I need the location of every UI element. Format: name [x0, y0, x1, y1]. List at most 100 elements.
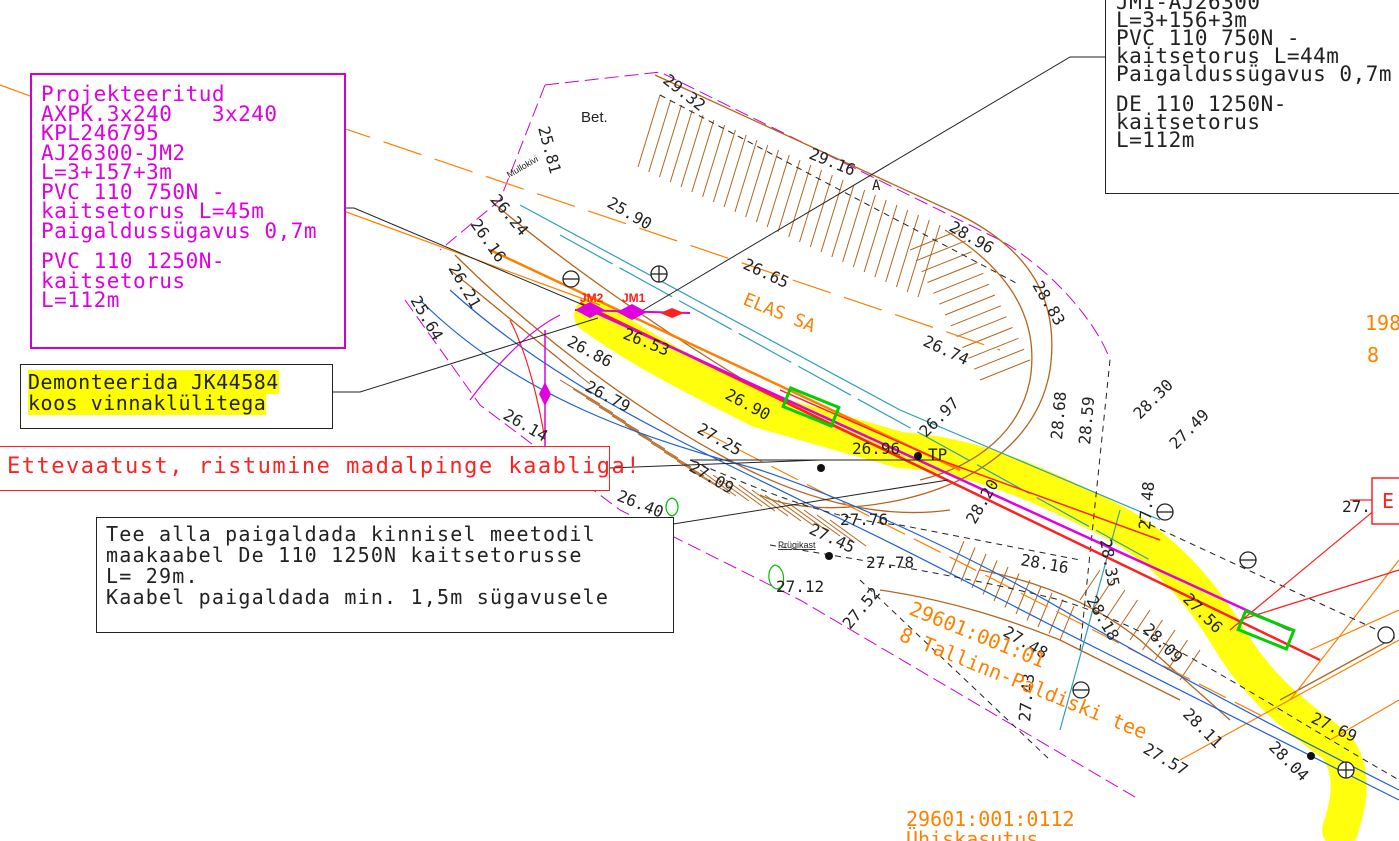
elevation-label: 28.68	[1047, 391, 1070, 441]
slope-hatch-line	[559, 379, 601, 405]
elevation-label: 28.18	[1083, 593, 1124, 644]
elevation-label: 28.83	[1029, 278, 1070, 329]
elevation-label: 27.52	[839, 583, 885, 632]
slope-hatch-line	[917, 224, 941, 298]
slope-hatch-line	[1154, 629, 1176, 661]
slope-hatch-line	[895, 214, 919, 288]
elevation-label: 27.48	[1135, 481, 1158, 531]
elevation-label: 27.78	[866, 553, 914, 572]
elevation-label: 25.64	[407, 293, 448, 344]
label-edge-e: E	[1382, 489, 1394, 513]
slope-hatch-line	[663, 451, 705, 477]
slope-hatch-line	[1129, 609, 1151, 641]
slope-hatch-line	[624, 424, 666, 450]
slope-hatch-line	[1026, 586, 1042, 621]
slope-hatch-line	[648, 99, 672, 173]
elevation-label: 27.12	[776, 577, 824, 596]
slope-hatch-line	[738, 484, 776, 512]
label-tp: TP	[928, 445, 947, 464]
road-note-line-3: L= 29m.	[106, 564, 199, 588]
magenta-note-line-8: Paigaldussügavus 0,7m	[41, 218, 318, 243]
elevation-label: 26.74	[920, 331, 972, 369]
slope-hatch-line	[598, 406, 640, 432]
slope-hatch-line	[915, 240, 967, 262]
label-jm2: JM2	[580, 291, 604, 305]
slope-hatch-line	[699, 469, 737, 497]
tree-symbols	[665, 497, 785, 590]
elevation-label: 28.59	[1075, 396, 1098, 446]
elevation-label: 26.65	[740, 254, 792, 292]
slope-hatch-line	[816, 514, 854, 542]
edge-box-e	[1371, 477, 1399, 525]
slope-hatch-line	[723, 134, 747, 208]
magenta-note-line-b-3: L=112m	[41, 288, 120, 312]
dashed-lines-black	[659, 94, 1399, 781]
slope-hatch-line	[745, 144, 769, 218]
elevation-label: 28.16	[1019, 550, 1070, 577]
slope-hatch-line	[734, 139, 758, 213]
slope-hatch-line	[766, 154, 790, 228]
magenta-note-line-6: PVC 110 750N -	[41, 179, 226, 204]
top-right-note-line-3: PVC 110 750N -	[1116, 26, 1301, 50]
slope-hatch-line	[874, 204, 898, 278]
slope-hatch-line	[689, 469, 731, 495]
elevation-label: 27.57	[1140, 739, 1191, 780]
slope-hatch-line	[637, 433, 679, 459]
label-parcel2: 29601:001:0112	[906, 807, 1075, 831]
elevation-label: 28.96	[946, 217, 997, 258]
label-bet: Bet.	[581, 109, 608, 126]
road-note-line-1: Tee alla paigaldada kinnisel meetodil	[106, 522, 596, 546]
magenta-note-line-3: KPL246795	[41, 121, 160, 145]
elevation-label: 29.16	[807, 144, 859, 180]
elevation-label: 26.21	[445, 261, 486, 312]
cable-route-highlight	[574, 297, 1367, 841]
slope-hatch-line	[950, 305, 1002, 327]
top-right-note-line-b-2: kaitsetorus	[1116, 110, 1261, 134]
slope-hatch-line	[960, 547, 976, 582]
slope-hatch-line	[962, 327, 1013, 348]
slope-hatch-line	[1117, 599, 1138, 631]
elevation-label: 26.96	[852, 439, 900, 458]
utility-lines-blue	[419, 204, 1399, 801]
slope-hatch-line	[790, 504, 828, 532]
joint-markers	[539, 302, 684, 406]
elevation-label: 27.49	[1165, 405, 1212, 452]
points	[817, 452, 1315, 760]
slope-hatch-line	[979, 359, 1031, 381]
slope-hatch-line	[572, 388, 614, 414]
magenta-note-line-5: L=3+157+3m	[41, 160, 173, 184]
magenta-note-line-2: AXPK.3x240 3x240	[41, 101, 278, 126]
slope-hatch-line	[777, 159, 801, 233]
slope-hatch-line	[1167, 639, 1188, 671]
slope-hatch-line	[1142, 619, 1163, 651]
road-crossing-note: Tee alla paigaldada kinnisel meetodil ma…	[96, 517, 674, 633]
slope-hatch-line	[702, 124, 726, 198]
slope-hatch-line	[1004, 573, 1020, 608]
slope-hatch-line	[968, 337, 1019, 359]
slope-hatch-line	[971, 553, 987, 589]
slope-hatch-line	[1037, 592, 1053, 628]
label-marker-a: A	[872, 178, 881, 194]
slope-hatch-line	[820, 179, 844, 253]
slope-hatch-line	[659, 104, 683, 178]
road-note-line-2: maakaabel De 110 1250N kaitsetorusse	[106, 543, 583, 567]
label-edge-8: 8	[1367, 343, 1379, 367]
slope-hatch-line	[927, 262, 978, 283]
slope-hatch-line	[788, 164, 812, 238]
slope-hatch-line	[585, 397, 627, 423]
top-right-note-line-1: JM1-AJ26300	[1116, 0, 1261, 14]
magenta-note-line-b-2: kaitsetorus	[41, 268, 186, 293]
demolition-note-line-2: koos vinnaklülitega	[28, 391, 267, 415]
elevation-label: 27.43	[1015, 673, 1038, 723]
protection-boxes	[781, 386, 1296, 651]
slope-hatch-line	[944, 294, 996, 316]
slope-hatch-line	[712, 474, 750, 502]
magenta-note-line-4: AJ26300-JM2	[41, 140, 186, 165]
slope-hatch-line	[863, 199, 887, 273]
demolition-note: Demonteerida JK44584 koos vinnaklülitega	[20, 364, 333, 429]
slope-hatch-line	[1059, 605, 1075, 641]
